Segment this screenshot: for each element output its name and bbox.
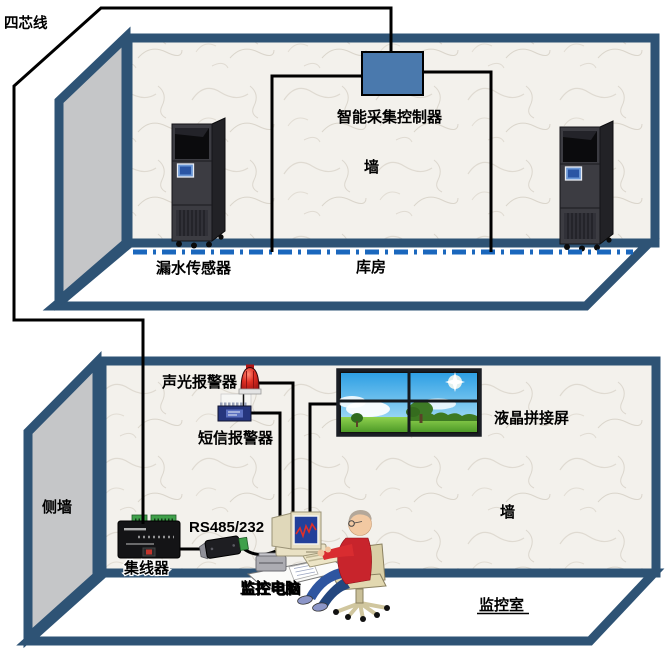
label-sms: 短信报警器 bbox=[198, 429, 274, 447]
label-lcd: 液晶拼接屏 bbox=[494, 409, 569, 427]
label-leak-sensor: 漏水传感器 bbox=[156, 259, 232, 277]
server-cabinet-left bbox=[171, 117, 226, 250]
desk bbox=[246, 552, 350, 591]
label-monitor-pc: 监控电脑 bbox=[240, 579, 300, 597]
hub-device bbox=[117, 514, 181, 559]
label-side-wall: 侧墙 bbox=[42, 498, 72, 516]
label-alarm: 声光报警器 bbox=[161, 373, 238, 391]
printer bbox=[255, 552, 287, 572]
person-hand bbox=[325, 546, 331, 553]
label-monitor-pc-shadow: 监控电脑 bbox=[241, 580, 301, 598]
rs485-converter bbox=[199, 535, 249, 560]
warehouse-room: 智能采集控制器 墙 漏水传感器 库房 bbox=[42, 26, 660, 311]
label-room1-wall: 墙 bbox=[364, 158, 379, 176]
pc-screen-graph bbox=[295, 522, 317, 539]
controller-right-wire bbox=[423, 70, 493, 252]
controller-box bbox=[361, 51, 424, 96]
label-monitor-room: 监控室 bbox=[479, 596, 524, 614]
person-torso bbox=[337, 537, 372, 585]
label-rs485: RS485/232 bbox=[189, 519, 264, 536]
person-glasses bbox=[348, 520, 355, 527]
person-leg-far bbox=[306, 568, 344, 600]
operator-person bbox=[297, 510, 372, 612]
room2-side-wall bbox=[23, 351, 102, 649]
alarm-wire bbox=[258, 381, 295, 516]
lcd-wire bbox=[308, 402, 338, 516]
controller-left-wire bbox=[270, 74, 362, 252]
server-cabinet-right bbox=[559, 120, 614, 253]
person-arm bbox=[321, 544, 354, 560]
person-shoe bbox=[297, 595, 313, 605]
sms-alarm-device bbox=[217, 402, 252, 422]
sms-wire bbox=[250, 411, 282, 516]
lcd-video-wall bbox=[336, 368, 482, 437]
alarm-beacon bbox=[220, 364, 262, 409]
label-hub: 集线器 bbox=[123, 559, 170, 577]
tree-icon bbox=[351, 413, 363, 423]
label-warehouse: 库房 bbox=[356, 258, 386, 276]
label-room2-wall: 墙 bbox=[500, 503, 515, 521]
label-four-core-wire: 四芯线 bbox=[4, 14, 48, 32]
person-hair bbox=[348, 510, 372, 524]
person-hand bbox=[317, 549, 325, 557]
alarm-dome bbox=[240, 366, 260, 391]
label-controller: 智能采集控制器 bbox=[337, 108, 443, 126]
four-core-wire bbox=[12, 6, 393, 524]
person-shoe bbox=[312, 602, 328, 612]
pc-screen bbox=[293, 515, 319, 545]
monitor-room: 声光报警器 短信报警器 液晶拼接屏 侧墙 RS485/232 集线器 监控电脑 … bbox=[16, 351, 665, 649]
person-leg-near bbox=[318, 578, 350, 608]
